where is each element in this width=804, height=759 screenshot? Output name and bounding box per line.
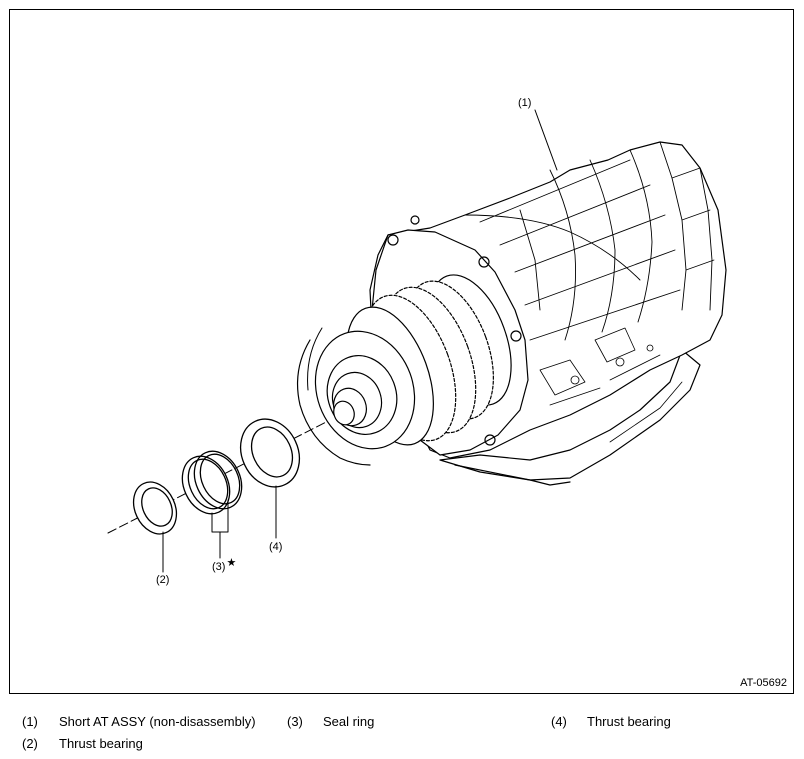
figure-frame: (1) (2) (3)★ (4) AT-05692 — [9, 9, 794, 694]
seal-ring-3-drawing — [181, 450, 243, 515]
legend: (1) Short AT ASSY (non-disassembly) (3) … — [0, 706, 804, 756]
legend-num-2: (2) — [22, 736, 38, 751]
legend-text-4: Thrust bearing — [587, 714, 671, 729]
callout-4: (4) — [269, 541, 283, 553]
legend-text-2: Thrust bearing — [59, 736, 143, 751]
leader-3 — [211, 499, 229, 559]
legend-text-3: Seal ring — [323, 714, 375, 729]
callout-1: (1) — [518, 97, 532, 109]
thrust-bearing-4-drawing — [239, 418, 301, 488]
exploded-view-drawing — [107, 109, 727, 573]
leader-1 — [534, 109, 558, 171]
short-at-assy-drawing — [296, 141, 727, 486]
legend-num-3: (3) — [287, 714, 303, 729]
legend-text-1: Short AT ASSY (non-disassembly) — [59, 714, 256, 729]
callout-3: (3)★ — [212, 558, 236, 573]
callout-2: (2) — [156, 574, 170, 586]
legend-num-1: (1) — [22, 714, 38, 729]
figure-id: AT-05692 — [740, 677, 787, 689]
legend-num-4: (4) — [551, 714, 567, 729]
star-mark-icon: ★ — [226, 557, 237, 569]
callout-3-label: (3) — [212, 561, 226, 573]
thrust-bearing-2-drawing — [132, 481, 178, 535]
